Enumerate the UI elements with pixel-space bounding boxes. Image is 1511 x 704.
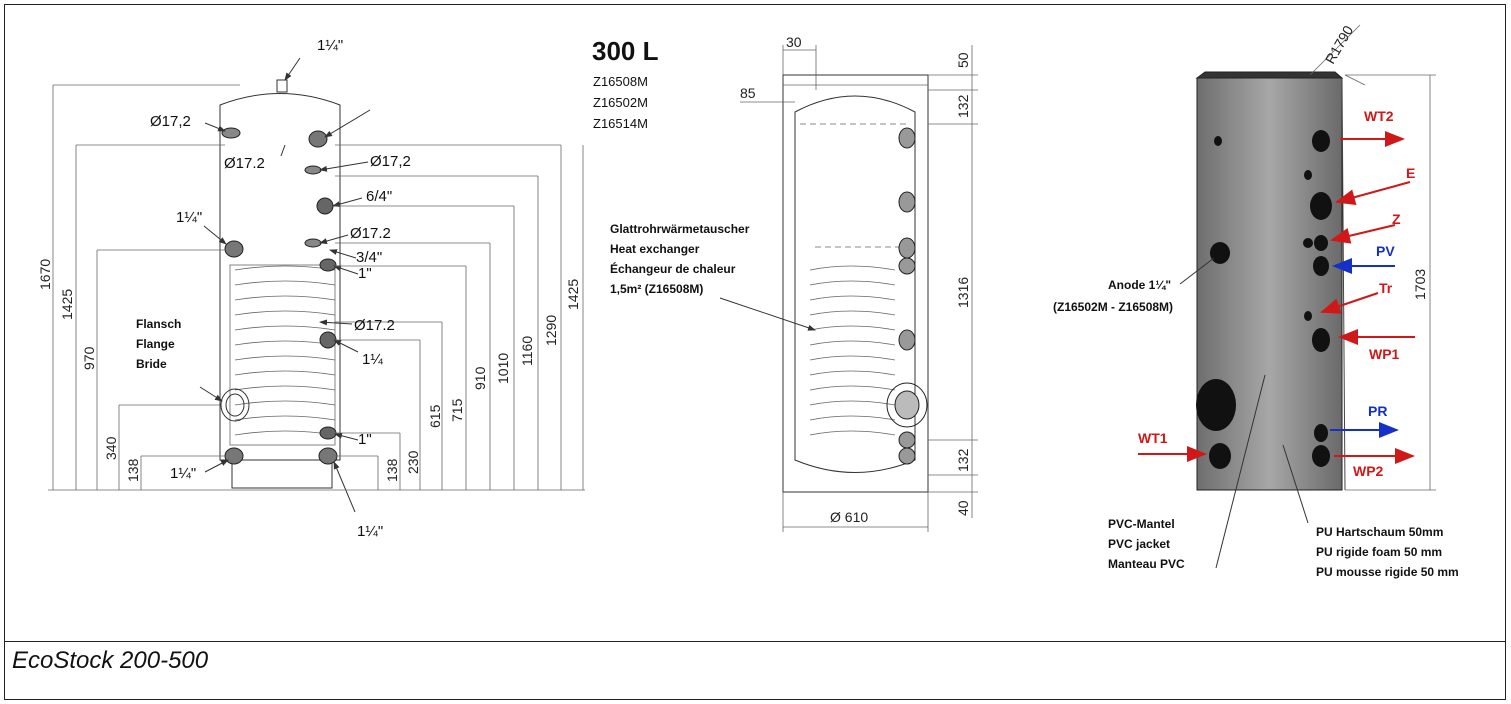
label-flange-de: Flansch — [136, 317, 181, 331]
port-pv: PV — [1376, 243, 1395, 259]
dim-1670: 1670 — [37, 259, 53, 290]
port-wp2: WP2 — [1353, 463, 1384, 479]
label-diam-right2: Ø17.2 — [350, 225, 391, 242]
model-2: Z16502M — [593, 95, 648, 110]
right-dimension-lines — [1309, 24, 1436, 491]
exchanger-en: Heat exchanger — [610, 242, 700, 256]
label-fit-114-bottom-left: 1¼" — [170, 465, 196, 482]
mid-jacket — [782, 74, 929, 493]
foam-de: PU Hartschaum 50mm — [1316, 525, 1443, 539]
dim-30: 30 — [786, 34, 802, 50]
dim-85: 85 — [740, 85, 756, 101]
left-tank-base — [231, 459, 333, 489]
top-connector — [276, 79, 288, 93]
label-fit-1-upper: 1" — [358, 265, 372, 282]
drawing-frame — [4, 4, 1506, 700]
jacket-de: PVC-Mantel — [1108, 517, 1175, 531]
anode-models: (Z16502M - Z16508M) — [1053, 300, 1173, 314]
dim-40: 40 — [955, 500, 971, 516]
label-flange-fr: Bride — [136, 357, 167, 371]
left-leaders — [199, 57, 371, 513]
port-wt1: WT1 — [1138, 430, 1168, 446]
label-diam-center: Ø17.2 — [224, 155, 265, 172]
label-diam-right1: Ø17,2 — [370, 153, 411, 170]
dim-r1790: R1790 — [1322, 23, 1357, 67]
label-fit-34: 3/4" — [356, 249, 382, 266]
caption-text: EcoStock 200-500 — [12, 647, 209, 674]
mid-dimension-lines — [740, 45, 978, 532]
port-tr: Tr — [1379, 280, 1393, 296]
red-port-arrows — [1138, 131, 1415, 464]
dim-1316: 1316 — [955, 277, 971, 308]
exchanger-area: 1,5m² (Z16508M) — [610, 282, 703, 296]
tank-ports — [1196, 130, 1332, 469]
anode-label: Anode 1¼" — [1108, 278, 1171, 292]
model-1: Z16508M — [593, 74, 648, 89]
model-3: Z16514M — [593, 116, 648, 131]
port-wt2: WT2 — [1364, 108, 1394, 124]
dim-1290: 1290 — [543, 315, 559, 346]
dim-970: 970 — [81, 346, 97, 370]
left-tank-view: 1¼" Ø17,2 Ø17.2 Ø17,2 6/4" 1¼" Ø17.2 3/4… — [37, 37, 585, 540]
dim-132-bottom: 132 — [955, 448, 971, 472]
port-z: Z — [1392, 211, 1401, 227]
tank-top — [1195, 71, 1344, 79]
port-wp1: WP1 — [1369, 346, 1400, 362]
heat-exchanger-coil — [229, 264, 336, 446]
dim-diameter: Ø 610 — [830, 509, 868, 525]
right-3d-view: WT2 E Z Tr WP1 WT1 WP2 PV PR 1703 R1790 … — [1053, 23, 1459, 579]
label-top-fitting: 1¼" — [317, 37, 343, 54]
jacket-en: PVC jacket — [1108, 537, 1170, 551]
label-fit-1-lower: 1" — [358, 431, 372, 448]
label-fit-114-bottom-right: 1¼" — [357, 523, 383, 540]
mid-coil — [809, 265, 896, 436]
middle-section-view: 30 85 Ø 610 50 132 1316 132 40 Glattrohr… — [610, 34, 978, 532]
dim-910: 910 — [472, 366, 488, 390]
foam-fr: PU mousse rigide 50 mm — [1316, 565, 1459, 579]
dim-1010: 1010 — [495, 353, 511, 384]
port-e: E — [1406, 165, 1415, 181]
dim-50: 50 — [955, 52, 971, 68]
dim-138-right: 138 — [384, 458, 400, 482]
label-diam-right3: Ø17.2 — [354, 317, 395, 334]
port-pr: PR — [1368, 403, 1387, 419]
capacity-title: 300 L — [592, 36, 659, 66]
right-leaders — [1179, 257, 1309, 569]
dim-138-left: 138 — [125, 458, 141, 482]
dim-340: 340 — [103, 436, 119, 460]
flange-port — [220, 388, 250, 422]
exchanger-leader — [719, 297, 816, 331]
label-fit-114-left: 1¼" — [176, 209, 202, 226]
label-fit-114-mid: 1¼ — [362, 351, 383, 368]
label-diam-left: Ø17,2 — [150, 113, 191, 130]
foam-en: PU rigide foam 50 mm — [1316, 545, 1442, 559]
label-flange-en: Flange — [136, 337, 175, 351]
dim-1425-left: 1425 — [59, 289, 75, 320]
dim-715: 715 — [449, 398, 465, 422]
label-fit-64: 6/4" — [366, 188, 392, 205]
blue-port-arrows — [1330, 258, 1399, 438]
dim-230: 230 — [405, 450, 421, 474]
mid-fittings — [886, 127, 928, 465]
dim-615: 615 — [427, 404, 443, 428]
dim-132-top: 132 — [955, 94, 971, 118]
left-tank-outline — [219, 93, 341, 461]
exchanger-de: Glattrohrwärmetauscher — [610, 222, 750, 236]
jacket-fr: Manteau PVC — [1108, 557, 1185, 571]
dim-1160: 1160 — [519, 336, 535, 366]
mid-inner-tank — [794, 95, 916, 473]
left-dimension-lines — [48, 84, 585, 491]
exchanger-fr: Échangeur de chaleur — [610, 261, 736, 276]
caption-divider — [4, 641, 1506, 642]
dim-1703: 1703 — [1412, 269, 1428, 300]
dim-1425-right: 1425 — [565, 279, 581, 310]
